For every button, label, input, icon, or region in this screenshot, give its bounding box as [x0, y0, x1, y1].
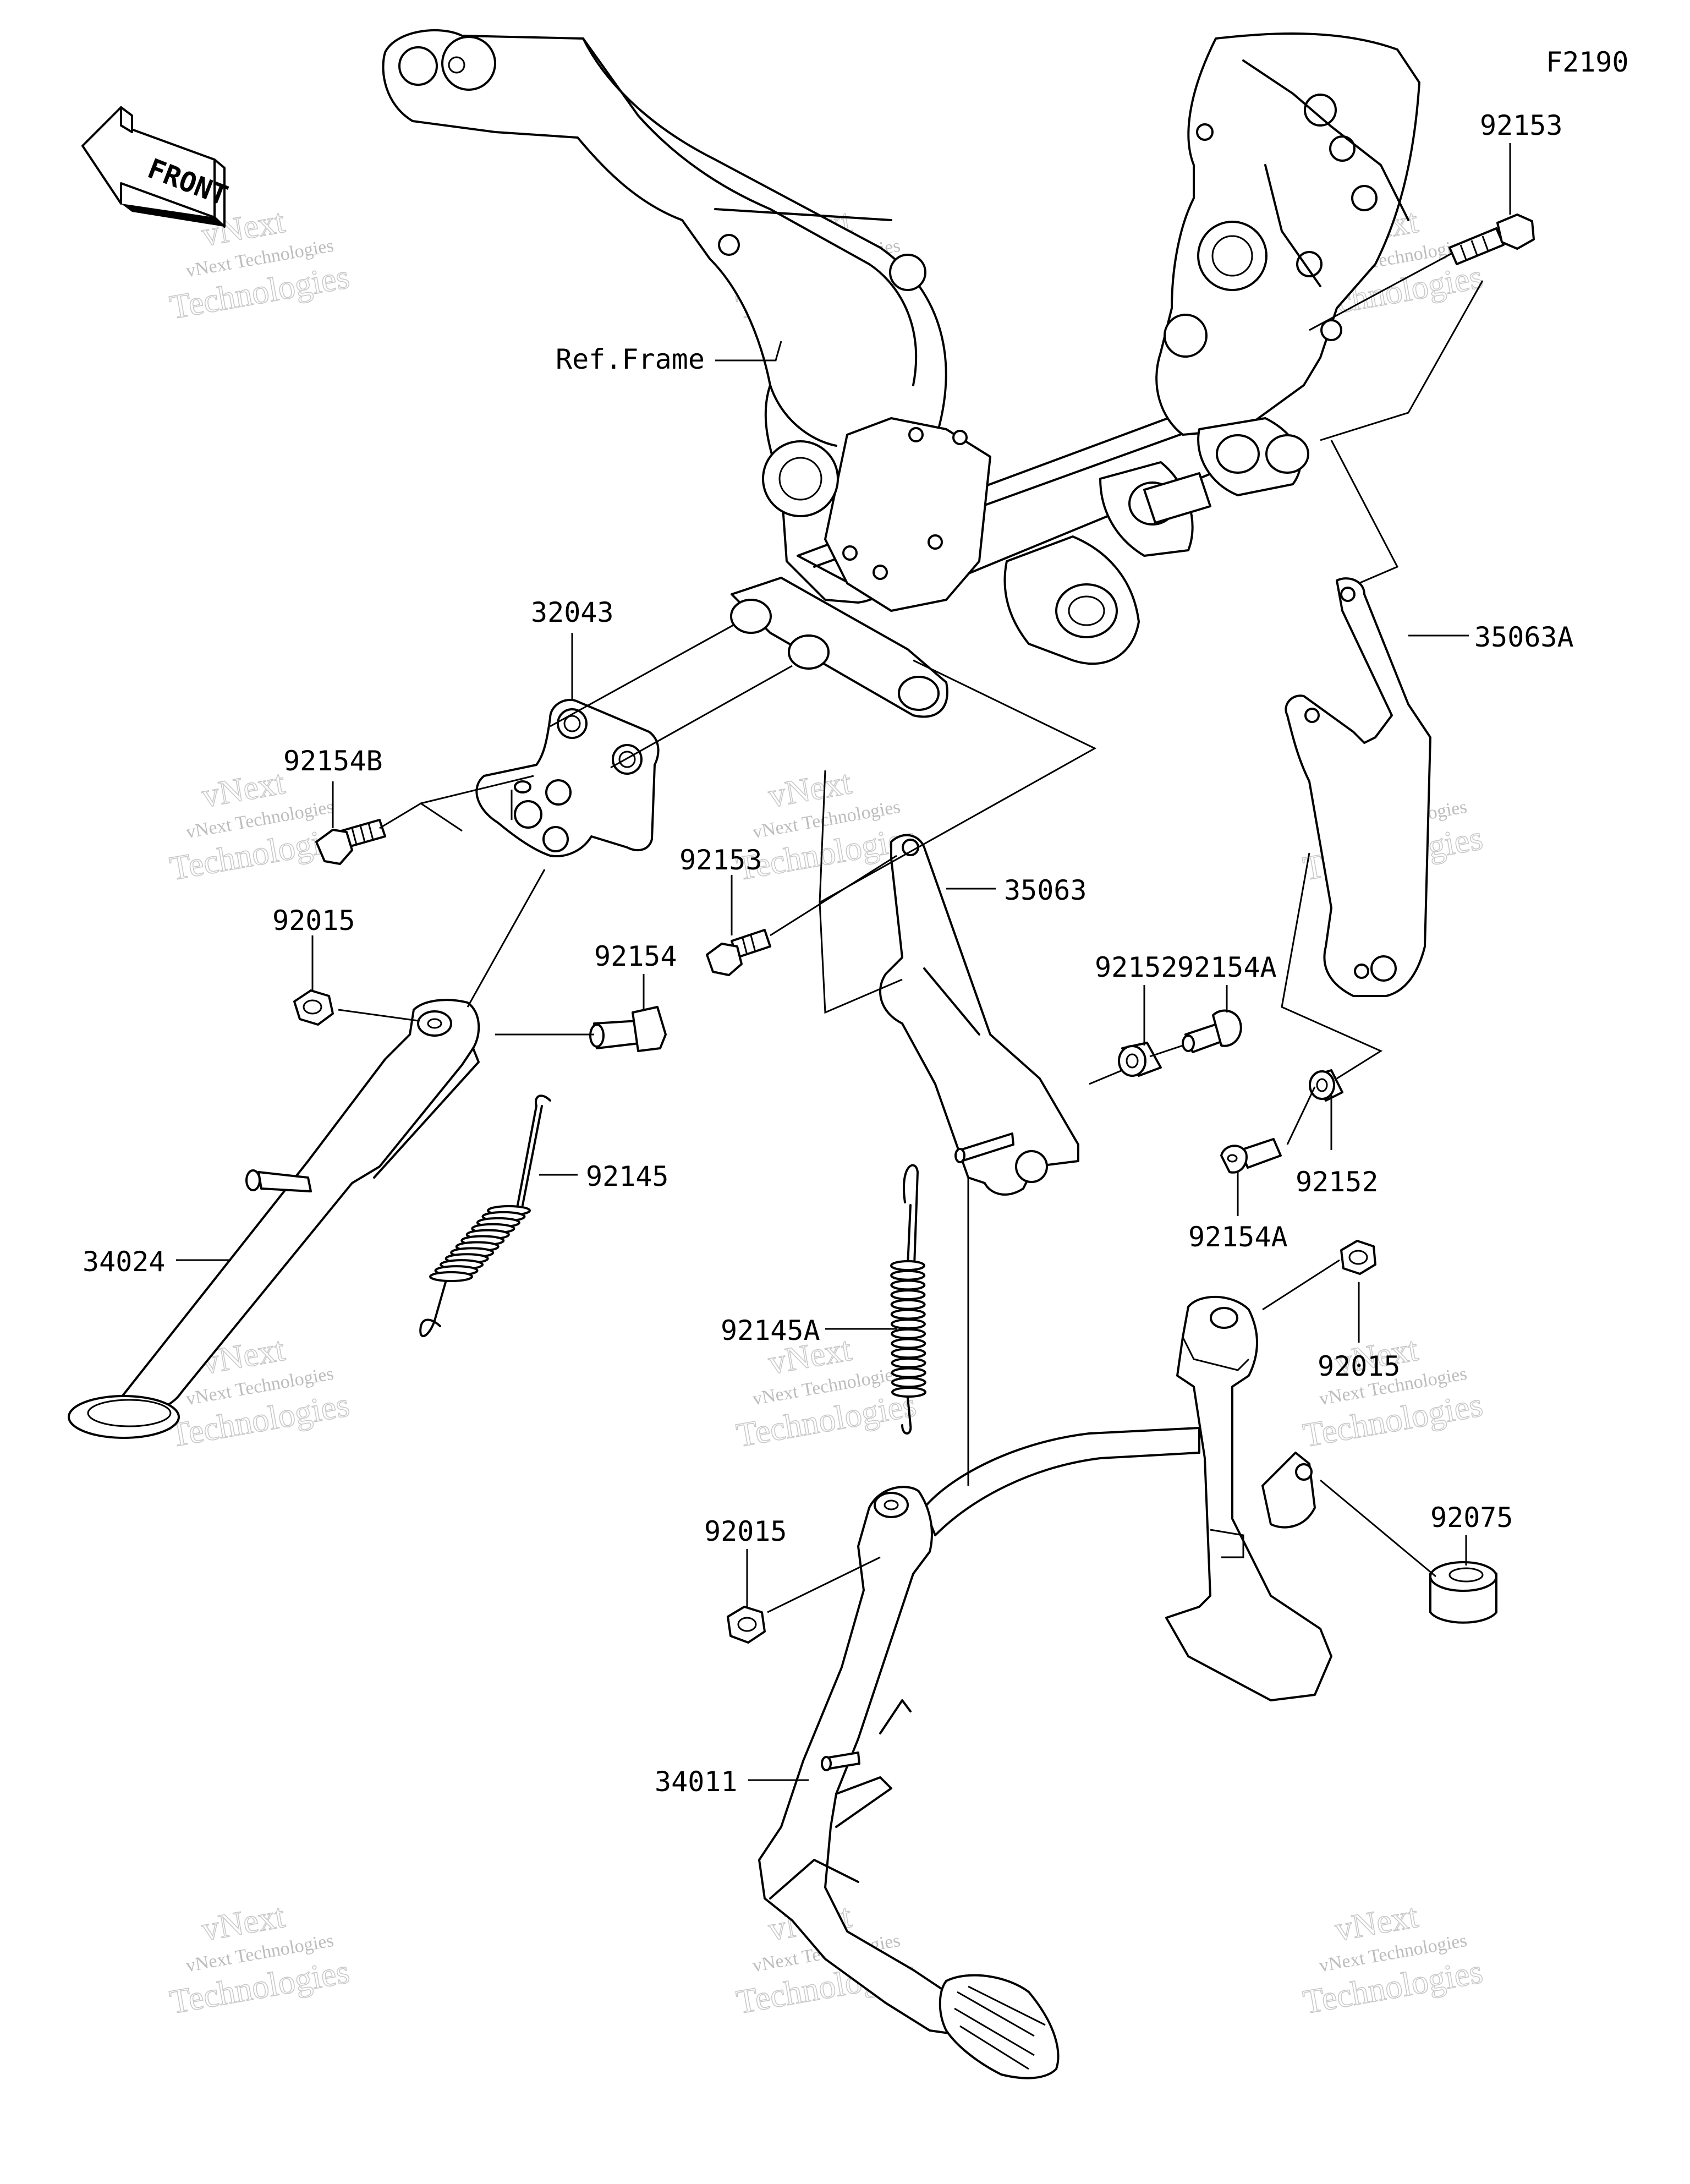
part-label-34011: 34011: [655, 1766, 738, 1798]
part-label-92152-left: 92152: [1095, 951, 1178, 983]
part-label-92153-mid: 92153: [679, 844, 762, 876]
front-direction-arrow: FRONT: [81, 106, 232, 228]
part-label-92154A-bottom: 92154A: [1188, 1221, 1288, 1253]
part-labels: F2190 92153 Ref.Frame 32043 35063A 92154…: [83, 46, 1629, 1798]
side-stand-34024: [68, 999, 480, 1439]
part-label-32043: 32043: [531, 596, 614, 628]
part-label-92015-left: 92015: [272, 905, 355, 937]
part-label-92015-bottom: 92015: [704, 1515, 787, 1547]
collar-92152-right: [1309, 1069, 1343, 1102]
spring-coil: [890, 1299, 926, 1310]
part-label-92153-top: 92153: [1480, 110, 1563, 141]
center-stand-34011: [758, 1295, 1332, 2079]
part-label-92152-right: 92152: [1296, 1166, 1379, 1198]
spring-coil: [891, 1387, 926, 1398]
bolt-92154B: [315, 819, 386, 865]
spring-coil: [890, 1269, 926, 1281]
pin-92154: [589, 1006, 667, 1052]
spring-coil: [891, 1377, 926, 1388]
spring-92145A: [890, 1164, 926, 1435]
part-label-92015-right: 92015: [1318, 1350, 1401, 1382]
leader-lines: [176, 143, 1511, 1781]
spring-coil: [890, 1289, 926, 1301]
part-label-92145A: 92145A: [721, 1315, 820, 1346]
main-frame-drawing: [382, 29, 1420, 718]
nut-92015-bottom: [727, 1606, 766, 1644]
bolt-92153-mid: [706, 929, 771, 976]
spring-coil: [891, 1348, 926, 1359]
spring-coil: [891, 1367, 926, 1378]
bracket-35063A: [1285, 577, 1431, 997]
part-label-34024: 34024: [83, 1246, 166, 1278]
part-label-92154: 92154: [594, 940, 677, 972]
nut-92015-left: [293, 989, 334, 1026]
bracket-35063: [879, 834, 1079, 1196]
spring-coil: [890, 1309, 926, 1320]
part-label-92075: 92075: [1430, 1502, 1513, 1534]
spring-coil: [890, 1260, 925, 1271]
part-label-35063: 35063: [1004, 874, 1087, 906]
spring-coil: [891, 1328, 926, 1339]
bolt-92154A-top: [1182, 1009, 1242, 1053]
nut-92015-right: [1340, 1240, 1376, 1275]
spring-coil: [890, 1279, 926, 1291]
part-label-92145: 92145: [586, 1161, 669, 1192]
bracket-32043: [475, 698, 660, 857]
diagram-code: F2190: [1546, 46, 1629, 78]
spring-92145: [419, 1094, 551, 1338]
part-label-92154A-top: 92154A: [1177, 951, 1277, 983]
ref-frame-label: Ref.Frame: [556, 343, 705, 375]
spring-coil: [891, 1338, 926, 1349]
part-label-92154B: 92154B: [283, 745, 383, 777]
stopper-92075: [1429, 1561, 1497, 1624]
spring-coil: [429, 1271, 473, 1282]
collar-92152-left: [1118, 1042, 1162, 1077]
spring-coil: [891, 1357, 926, 1369]
spring-coil: [890, 1318, 926, 1330]
part-label-35063A: 35063A: [1474, 621, 1574, 653]
bolt-92153-top: [1448, 214, 1535, 265]
bolt-92154A-bottom: [1220, 1138, 1282, 1174]
